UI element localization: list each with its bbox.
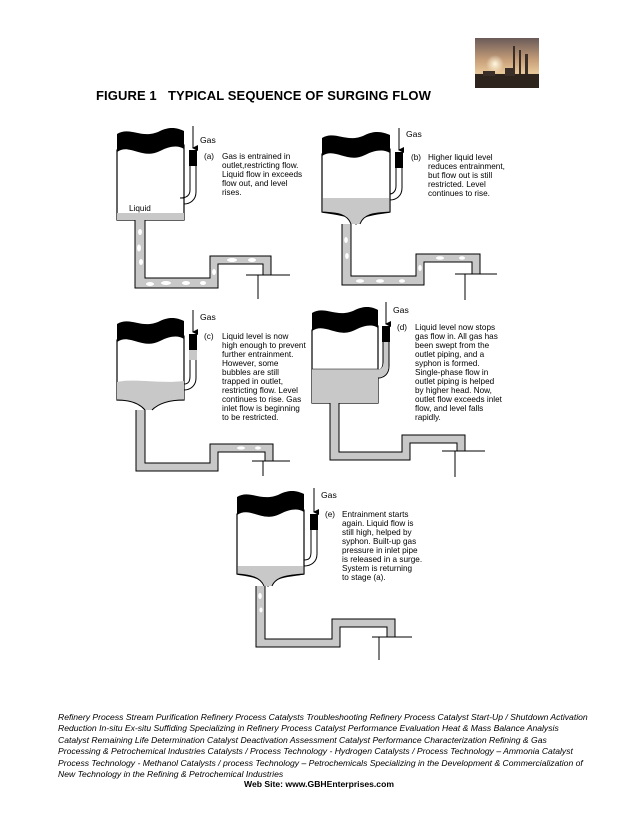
panel-e-letter: (e)	[325, 510, 335, 519]
panel-d-line-5: syphon is formed.	[415, 359, 480, 368]
panel-e-line-3: still high, helped by	[342, 528, 413, 537]
panel-b-line-1: Higher liquid level	[428, 153, 493, 162]
panel-e-line-1: Entrainment starts	[342, 510, 408, 519]
panel-c-line-5: bubbles are still	[222, 368, 279, 377]
panel-a-line-3: Liquid flow in exceeds	[222, 170, 302, 179]
panel-c: Gas (c) Liquid level is now high enough …	[117, 310, 306, 476]
panel-a-letter: (a)	[204, 152, 214, 161]
panel-d-gas-label: Gas	[393, 305, 409, 315]
panel-c-line-8: continues to rise. Gas	[222, 395, 301, 404]
panel-c-line-1: Liquid level is now	[222, 332, 289, 341]
panel-d-letter: (d)	[397, 323, 407, 332]
panel-c-line-4: However, some	[222, 359, 279, 368]
panel-b-gas-label: Gas	[406, 129, 422, 139]
liquid-label: Liquid	[129, 204, 151, 213]
panel-a-line-2: outlet,restricting flow.	[222, 161, 298, 170]
panel-a-line-1: Gas is entrained in	[222, 152, 291, 161]
panel-e-line-7: System is returning	[342, 564, 413, 573]
panel-d-line-8: by higher head. Now,	[415, 386, 492, 395]
panel-b-letter: (b)	[411, 153, 421, 162]
footer-services-text: Refinery Process Stream Purification Ref…	[58, 712, 590, 780]
panel-d-line-10: flow, and level falls	[415, 404, 483, 413]
footer-website: Web Site: www.GBHEnterprises.com	[0, 779, 638, 789]
panel-c-line-9: inlet flow is beginning	[222, 404, 300, 413]
panel-e: Gas (e) Entrainment starts again. Liquid…	[237, 488, 422, 660]
panel-c-line-2: high enough to prevent	[222, 341, 306, 350]
panel-a-gas-label: Gas	[200, 135, 216, 145]
panel-c-letter: (c)	[204, 332, 214, 341]
panel-b-line-2: reduces entrainment,	[428, 162, 505, 171]
panel-e-line-5: pressure in inlet pipe	[342, 546, 418, 555]
panel-c-line-10: to be restricted.	[222, 413, 278, 422]
panel-d-line-6: Single-phase flow in	[415, 368, 489, 377]
panel-c-line-3: further entrainment.	[222, 350, 293, 359]
panel-d-line-7: outlet piping is helped	[415, 377, 495, 386]
panel-a-line-4: flow out, and level	[222, 179, 288, 188]
panel-a: Gas (a) Liquid Gas is entrained in outle…	[117, 126, 302, 299]
panel-a-line-5: rises.	[222, 188, 242, 197]
panel-c-line-7: restricting flow. Level	[222, 386, 298, 395]
panel-d-line-3: been swept from the	[415, 341, 490, 350]
panel-e-line-8: to stage (a).	[342, 573, 386, 582]
panel-d-line-9: outlet flow exceeds inlet	[415, 395, 503, 404]
panel-b-line-3: but flow out is still	[428, 171, 492, 180]
surging-flow-diagram: Gas (a) Liquid Gas is entrained in outle…	[0, 0, 638, 700]
panel-d: Gas (d) Liquid level now stops gas flow …	[312, 302, 503, 477]
panel-e-gas-label: Gas	[321, 490, 337, 500]
panel-e-line-6: is released in a surge.	[342, 555, 422, 564]
panel-d-line-4: outlet piping, and a	[415, 350, 485, 359]
panel-c-gas-label: Gas	[200, 312, 216, 322]
panel-b-line-4: restricted. Level	[428, 180, 486, 189]
panel-b-line-5: continues to rise.	[428, 189, 490, 198]
panel-c-line-6: trapped in outlet,	[222, 377, 283, 386]
panel-d-line-2: gas flow in. All gas has	[415, 332, 498, 341]
panel-e-line-4: syphon. Built-up gas	[342, 537, 416, 546]
panel-d-line-11: rapidly.	[415, 413, 441, 422]
panel-d-line-1: Liquid level now stops	[415, 323, 495, 332]
panel-b: Gas (b) Higher liquid level reduces entr…	[322, 128, 505, 300]
panel-e-line-2: again. Liquid flow is	[342, 519, 413, 528]
